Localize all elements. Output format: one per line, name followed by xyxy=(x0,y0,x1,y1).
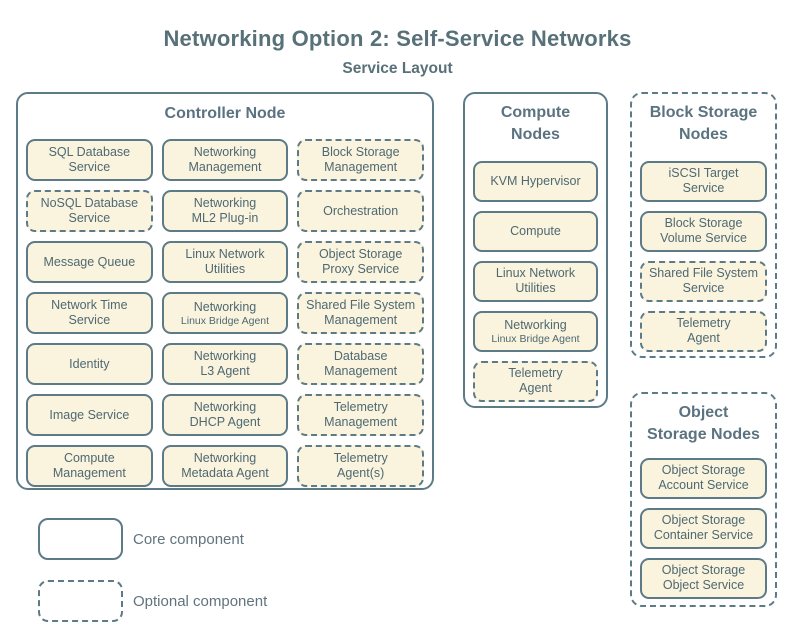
legend-core-label: Core component xyxy=(133,530,244,548)
page-title: Networking Option 2: Self-Service Networ… xyxy=(163,26,632,51)
service-box-label: Compute xyxy=(510,223,561,238)
service-box-orchestration: Orchestration xyxy=(297,190,424,233)
service-box-label: Message Queue xyxy=(43,254,136,269)
legend-item-core: Core component xyxy=(38,518,244,560)
service-box-sublabel: Linux Bridge Agent xyxy=(180,314,270,327)
service-box-identity: Identity xyxy=(26,343,153,386)
service-box-label: KVM Hypervisor xyxy=(490,173,581,188)
service-box-message-queue: Message Queue xyxy=(26,241,153,284)
service-box-sublabel: Linux Bridge Agent xyxy=(491,332,580,345)
service-box-kvm-hypervisor: KVM Hypervisor xyxy=(473,160,598,202)
group-title: Controller Node xyxy=(164,105,286,122)
service-box-compute: Compute xyxy=(473,210,598,252)
legend-core-swatch xyxy=(38,518,123,560)
legend-optional-label: Optional component xyxy=(133,592,268,610)
page-subtitle: Service Layout xyxy=(342,60,453,77)
service-box-label: Image Service xyxy=(49,407,130,422)
service-box-label: Orchestration xyxy=(323,203,399,218)
service-box-image-service: Image Service xyxy=(26,394,153,437)
service-box-label: Identity xyxy=(69,356,110,371)
legend-item-optional: Optional component xyxy=(38,580,267,622)
legend-optional-swatch xyxy=(38,580,123,622)
